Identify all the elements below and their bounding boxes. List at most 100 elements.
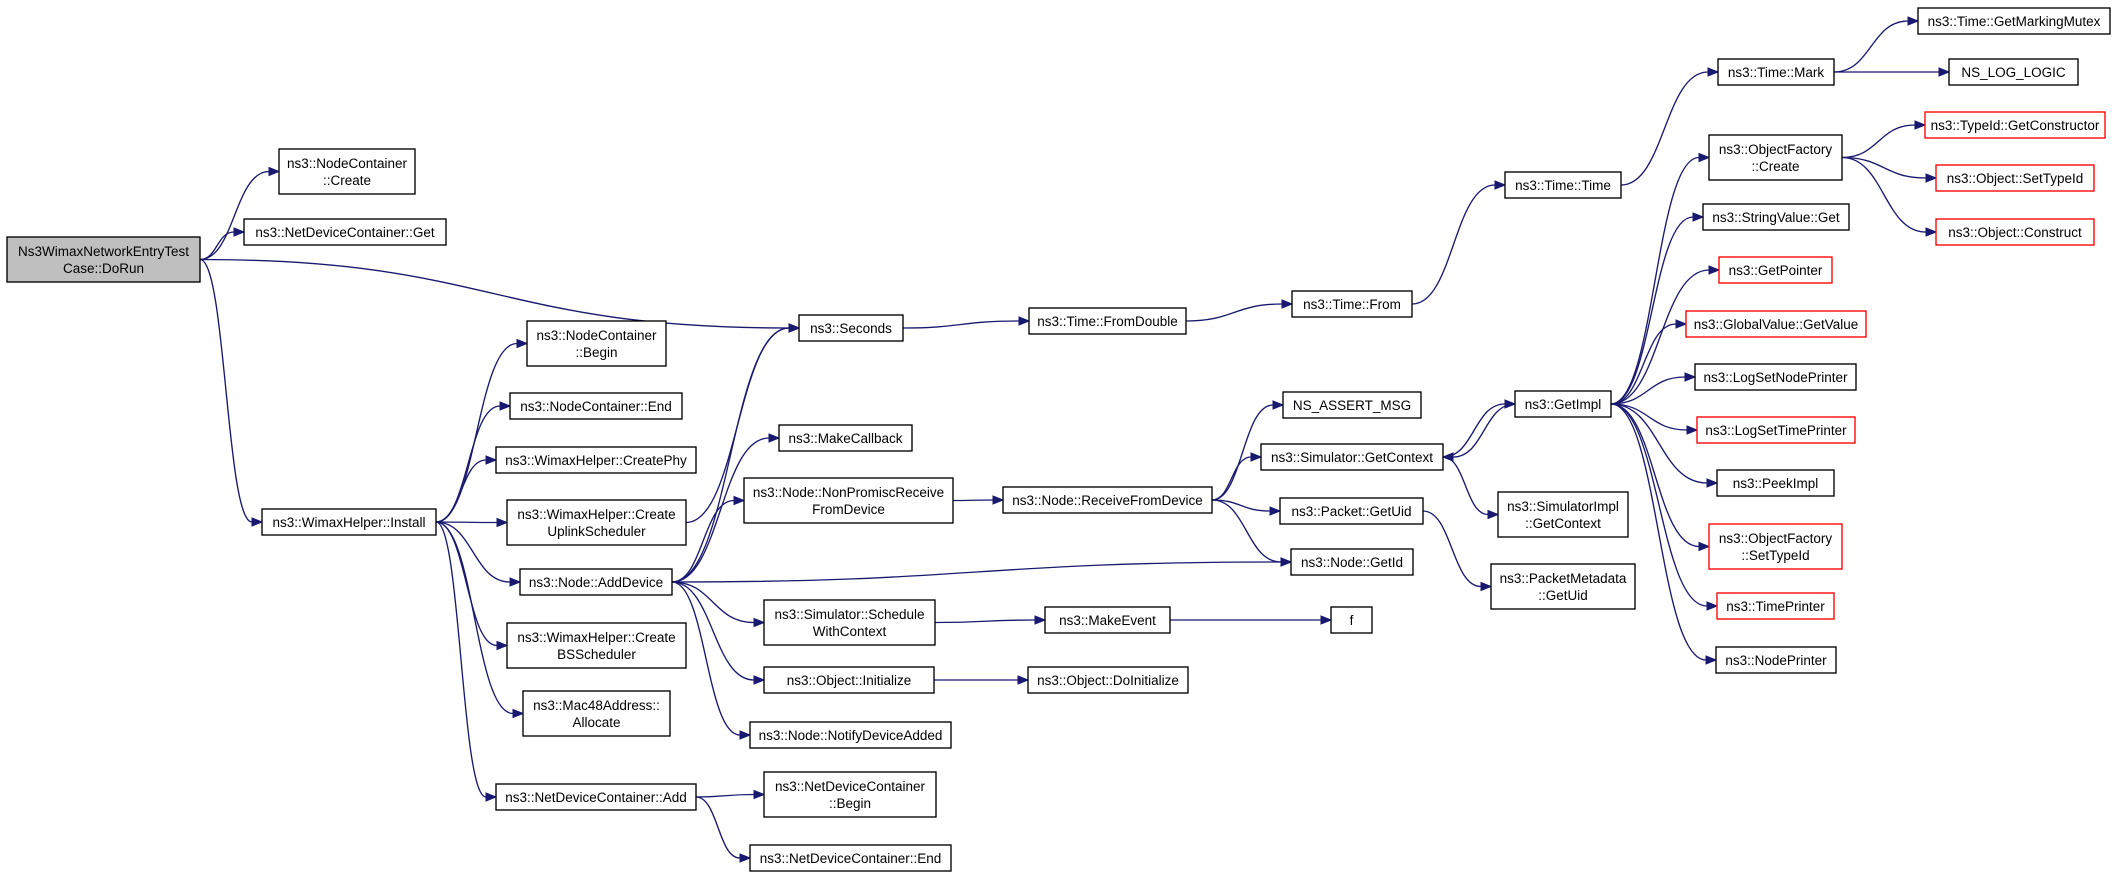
node-label: ns3::Simulator::GetContext bbox=[1271, 450, 1433, 465]
node-label: ns3::Time::Mark bbox=[1728, 65, 1825, 80]
node-add-device[interactable]: ns3::Node::AddDevice bbox=[519, 568, 673, 596]
node-peekimpl[interactable]: ns3::PeekImpl bbox=[1716, 469, 1835, 497]
node-ndc-end[interactable]: ns3::NetDeviceContainer::End bbox=[749, 844, 952, 872]
node-from-double[interactable]: ns3::Time::FromDouble bbox=[1028, 307, 1187, 335]
node-stringvalue-get[interactable]: ns3::StringValue::Get bbox=[1702, 203, 1850, 231]
node-box bbox=[1685, 310, 1867, 338]
edge-install-to-nc-begin bbox=[435, 338, 529, 523]
node-box bbox=[1696, 416, 1856, 444]
arrowhead bbox=[1272, 400, 1285, 410]
node-install[interactable]: ns3::WimaxHelper::Install bbox=[261, 508, 437, 536]
node-box bbox=[763, 771, 937, 818]
node-label: ns3::TypeId::GetConstructor bbox=[1931, 118, 2100, 133]
node-objfactory-create[interactable]: ns3::ObjectFactory::Create bbox=[1708, 134, 1843, 181]
edge-schedule-ctx-to-make-event bbox=[934, 615, 1047, 625]
arrowhead bbox=[509, 577, 522, 587]
node-ndc-add[interactable]: ns3::NetDeviceContainer::Add bbox=[495, 783, 697, 811]
node-typeid-getctor[interactable]: ns3::TypeId::GetConstructor bbox=[1924, 111, 2106, 139]
edge-line bbox=[671, 581, 755, 681]
edge-getimpl-to-nodeprinter bbox=[1610, 403, 1718, 665]
node-ns-log-logic[interactable]: NS_LOG_LOGIC bbox=[1948, 58, 2079, 86]
node-box bbox=[1935, 218, 2095, 246]
arrowhead bbox=[1692, 212, 1705, 222]
edge-add-device-to-notify-added bbox=[671, 581, 752, 740]
edge-line bbox=[1411, 184, 1496, 305]
node-make-event[interactable]: ns3::MakeEvent bbox=[1044, 606, 1171, 634]
node-label: ns3::Packet::GetUid bbox=[1291, 504, 1411, 519]
edge-line bbox=[671, 581, 755, 624]
node-pktmeta-getuid[interactable]: ns3::PacketMetadata::GetUid bbox=[1490, 563, 1636, 610]
node-box bbox=[1290, 548, 1414, 576]
node-box bbox=[1917, 7, 2111, 35]
arrowhead bbox=[1907, 16, 1920, 26]
node-node-getid[interactable]: ns3::Node::GetId bbox=[1290, 548, 1414, 576]
edge-sim-getctx-to-getimpl bbox=[1442, 399, 1517, 458]
edge-dorun-to-seconds bbox=[199, 258, 801, 333]
node-f[interactable]: f bbox=[1330, 606, 1373, 634]
edge-add-device-to-make-callback bbox=[671, 433, 781, 583]
node-box bbox=[749, 844, 952, 872]
node-notify-added[interactable]: ns3::Node::NotifyDeviceAdded bbox=[749, 721, 952, 749]
node-label: ns3::WimaxHelper::CreatePhy bbox=[505, 453, 687, 468]
edge-line bbox=[695, 796, 741, 859]
node-ndc-begin[interactable]: ns3::NetDeviceContainer::Begin bbox=[763, 771, 937, 818]
node-receive-from[interactable]: ns3::Node::ReceiveFromDevice bbox=[1002, 486, 1213, 514]
node-label: ns3::SimulatorImpl bbox=[1507, 499, 1619, 514]
edge-install-to-create-ul bbox=[435, 517, 509, 528]
edge-line bbox=[1610, 403, 1708, 484]
node-label: ::GetUid bbox=[1538, 588, 1588, 603]
node-time-from[interactable]: ns3::Time::From bbox=[1291, 290, 1413, 318]
node-nodeprinter[interactable]: ns3::NodePrinter bbox=[1715, 646, 1837, 674]
node-obj-doinit[interactable]: ns3::Object::DoInitialize bbox=[1027, 666, 1189, 694]
node-nc-begin[interactable]: ns3::NodeContainer::Begin bbox=[526, 320, 667, 367]
node-object-construct[interactable]: ns3::Object::Construct bbox=[1935, 218, 2095, 246]
node-logsettime[interactable]: ns3::LogSetTimePrinter bbox=[1696, 416, 1856, 444]
node-time-time[interactable]: ns3::Time::Time bbox=[1504, 171, 1622, 199]
node-make-callback[interactable]: ns3::MakeCallback bbox=[778, 424, 913, 452]
node-getpointer[interactable]: ns3::GetPointer bbox=[1718, 256, 1833, 284]
edge-line bbox=[199, 170, 270, 261]
arrowhead bbox=[233, 227, 246, 237]
node-sim-getctx[interactable]: ns3::Simulator::GetContext bbox=[1260, 443, 1444, 471]
node-obj-init[interactable]: ns3::Object::Initialize bbox=[763, 666, 935, 694]
node-nc-create[interactable]: ns3::NodeContainer::Create bbox=[278, 148, 416, 195]
node-getimpl[interactable]: ns3::GetImpl bbox=[1514, 390, 1612, 418]
node-label: ::Create bbox=[1751, 159, 1799, 174]
node-label: ns3::ObjectFactory bbox=[1719, 142, 1833, 157]
node-seconds[interactable]: ns3::Seconds bbox=[798, 314, 904, 342]
node-pkt-getuid[interactable]: ns3::Packet::GetUid bbox=[1279, 497, 1424, 525]
node-globalvalue-get[interactable]: ns3::GlobalValue::GetValue bbox=[1685, 310, 1867, 338]
node-time-mark[interactable]: ns3::Time::Mark bbox=[1717, 58, 1835, 86]
node-object-settype[interactable]: ns3::Object::SetTypeId bbox=[1935, 164, 2095, 192]
arrowhead bbox=[1494, 180, 1507, 190]
edge-receive-from-to-node-getid bbox=[1211, 499, 1293, 567]
arrowhead bbox=[1281, 299, 1294, 309]
arrowhead bbox=[485, 455, 498, 465]
node-create-phy[interactable]: ns3::WimaxHelper::CreatePhy bbox=[495, 446, 697, 474]
arrowhead bbox=[1034, 615, 1047, 625]
node-ndc-get[interactable]: ns3::NetDeviceContainer::Get bbox=[243, 218, 447, 246]
node-label: ns3::NodeContainer bbox=[287, 156, 408, 171]
node-timeprinter[interactable]: ns3::TimePrinter bbox=[1716, 592, 1835, 620]
node-box bbox=[1924, 111, 2106, 139]
node-box bbox=[1948, 58, 2079, 86]
node-assert-msg[interactable]: NS_ASSERT_MSG bbox=[1282, 391, 1422, 419]
node-label: ::SetTypeId bbox=[1741, 548, 1809, 563]
node-mac48[interactable]: ns3::Mac48Address::Allocate bbox=[522, 690, 671, 737]
node-label: ns3::PeekImpl bbox=[1733, 476, 1819, 491]
arrowhead bbox=[1698, 152, 1711, 163]
node-nc-end[interactable]: ns3::NodeContainer::End bbox=[509, 392, 683, 420]
node-label: UplinkScheduler bbox=[547, 524, 646, 539]
node-simimpl-getctx[interactable]: ns3::SimulatorImpl::GetContext bbox=[1497, 491, 1629, 538]
node-objfactory-settype[interactable]: ns3::ObjectFactory::SetTypeId bbox=[1708, 523, 1843, 570]
arrowhead bbox=[1925, 227, 1938, 237]
node-logsetnode[interactable]: ns3::LogSetNodePrinter bbox=[1694, 363, 1857, 391]
edge-add-device-to-seconds bbox=[671, 323, 801, 583]
node-getmarkingmutex[interactable]: ns3::Time::GetMarkingMutex bbox=[1917, 7, 2111, 35]
node-box bbox=[1708, 134, 1843, 181]
